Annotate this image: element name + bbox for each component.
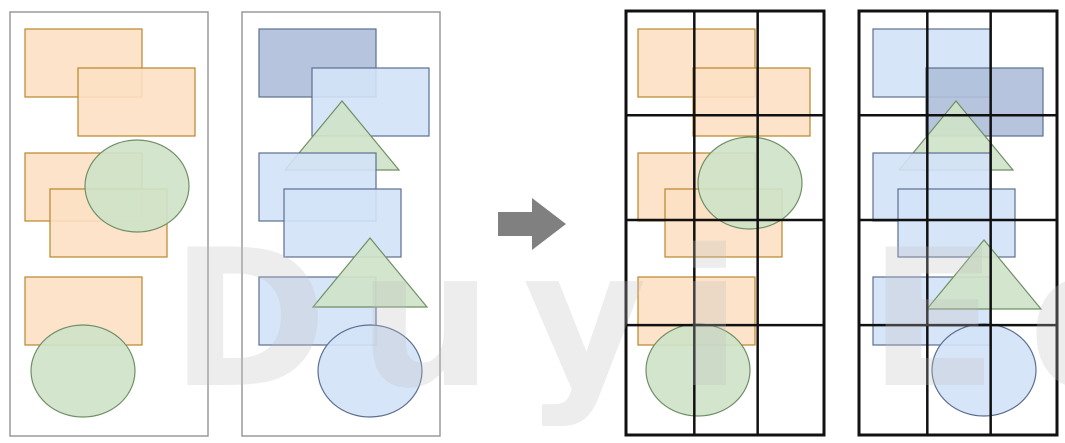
orange-rectangle	[692, 67, 811, 137]
blue-rectangle-dark	[925, 67, 1044, 137]
orange-rectangle	[77, 67, 196, 137]
green-circle	[84, 139, 190, 233]
blue-circle	[317, 324, 423, 418]
partition-grid	[857, 9, 1059, 437]
grid-border	[624, 9, 826, 437]
gridded-panel-blue	[857, 9, 1059, 437]
blue-rectangle	[897, 188, 1016, 258]
grid-border	[857, 9, 1059, 437]
right-arrow-icon	[498, 198, 566, 250]
green-circle	[697, 136, 803, 230]
green-triangle	[925, 239, 1043, 310]
blue-rectangle	[283, 188, 402, 258]
source-panel-blue	[241, 11, 441, 437]
green-triangle	[311, 237, 429, 308]
green-circle	[30, 324, 136, 418]
source-panel-orange	[9, 11, 209, 437]
gridded-panel-orange	[624, 9, 826, 437]
watermark-text: Duyi Edu	[170, 209, 1065, 430]
partition-grid	[624, 9, 826, 437]
